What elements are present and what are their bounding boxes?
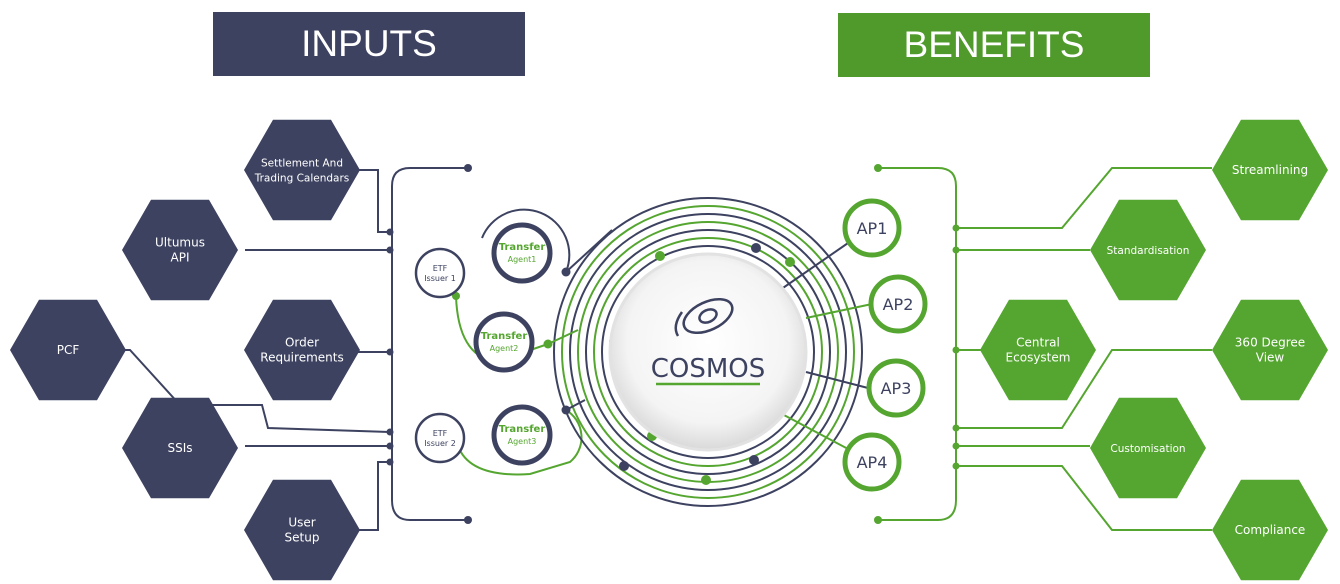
input-hex-shape-order-requirements <box>244 299 360 401</box>
benefit-bracket-dots <box>874 164 960 524</box>
benefit-hex-label-360-degree-view-1: View <box>1256 351 1285 365</box>
benefit-hex-shape-streamlining <box>1212 119 1328 221</box>
input-hex-shape-pcf <box>10 299 126 401</box>
benefit-hex-label-standardisation-0: Standardisation <box>1107 245 1190 257</box>
benefit-hex-label-360-degree-view-0: 360 Degree <box>1235 336 1305 350</box>
transfer-agent-2-title: Transfer <box>481 331 528 342</box>
cosmos-logo-icon <box>674 297 734 337</box>
input-hex-shape-settlement <box>244 119 360 221</box>
input-connectors <box>95 167 468 531</box>
etf-issuer-1-line-2: Issuer 1 <box>424 274 456 283</box>
input-hex-label-order-requirements-0: Order <box>285 336 319 350</box>
ap4-node: AP4 <box>842 432 902 492</box>
transfer-agent-1-sub: Agent1 <box>508 255 537 264</box>
cosmos-rings <box>553 197 863 507</box>
ap3-label: AP3 <box>881 379 912 398</box>
input-hex-label-user-setup-1: Setup <box>285 531 320 545</box>
ap3-node: AP3 <box>866 358 926 418</box>
input-hex-shape-ssis <box>122 397 238 499</box>
ap2-node: AP2 <box>868 274 928 334</box>
input-hex-shape-user-setup <box>244 479 360 581</box>
benefit-hex-compliance: Compliance <box>1212 479 1328 581</box>
etf-issuer-1: ETF Issuer 1 <box>414 247 466 299</box>
etf-issuer-1-line-1: ETF <box>433 264 448 273</box>
ap1-label: AP1 <box>857 219 888 238</box>
cosmos-core <box>608 252 808 452</box>
ring-connector-lines <box>547 229 873 451</box>
input-bracket-dots <box>386 164 472 524</box>
input-hex-ssis: SSIs <box>122 397 238 499</box>
transfer-agent-3: Transfer Agent3 <box>491 404 553 466</box>
ap2-label: AP2 <box>883 295 914 314</box>
input-hex-label-ultumus-api-0: Ultumus <box>155 236 205 250</box>
input-hex-label-pcf-0: PCF <box>57 343 80 357</box>
benefit-hex-streamlining: Streamlining <box>1212 119 1328 221</box>
benefit-hex-shape-360-degree-view <box>1212 299 1328 401</box>
input-hex-shape-ultumus-api <box>122 199 238 301</box>
transfer-agent-3-title: Transfer <box>499 424 546 435</box>
transfer-agent-3-sub: Agent3 <box>508 437 537 446</box>
benefits-header: BENEFITS <box>838 13 1150 77</box>
benefit-hex-shape-central-ecosystem <box>980 299 1096 401</box>
inputs-header: INPUTS <box>213 12 525 76</box>
benefits-header-label: BENEFITS <box>903 24 1085 65</box>
input-hex-pcf: PCF <box>10 299 126 401</box>
input-hex-label-ultumus-api-1: API <box>171 251 190 265</box>
benefit-hex-customisation: Customisation <box>1090 397 1206 499</box>
input-hex-label-settlement-1: Trading Calendars <box>254 173 350 185</box>
input-hex-label-settlement-0: Settlement And <box>261 158 343 170</box>
ap4-label: AP4 <box>857 453 888 472</box>
transfer-agent-1: Transfer Agent1 <box>491 222 553 284</box>
input-hex-label-user-setup-0: User <box>288 516 315 530</box>
benefit-hex-label-compliance-0: Compliance <box>1235 523 1306 537</box>
etf-issuer-2-line-1: ETF <box>433 429 448 438</box>
benefit-hex-shape-customisation <box>1090 397 1206 499</box>
benefit-hex-label-streamlining-0: Streamlining <box>1232 163 1308 177</box>
benefit-hex-label-central-ecosystem-1: Ecosystem <box>1006 351 1071 365</box>
benefit-hex-shape-standardisation <box>1090 199 1206 301</box>
benefit-hex-label-central-ecosystem-0: Central <box>1016 336 1060 350</box>
transfer-agent-2-sub: Agent2 <box>490 344 519 353</box>
etf-issuer-2: ETF Issuer 2 <box>414 412 466 464</box>
benefit-hex-standardisation: Standardisation <box>1090 199 1206 301</box>
etf-issuer-2-line-2: Issuer 2 <box>424 439 456 448</box>
transfer-agent-1-title: Transfer <box>499 242 546 253</box>
benefit-hex-shape-compliance <box>1212 479 1328 581</box>
benefit-hex-label-customisation-0: Customisation <box>1110 443 1185 455</box>
input-hex-label-ssis-0: SSIs <box>167 441 192 455</box>
inputs-header-label: INPUTS <box>301 23 437 64</box>
ap1-node: AP1 <box>842 198 902 258</box>
transfer-agent-2: Transfer Agent2 <box>473 311 535 373</box>
cosmos-label: COSMOS <box>651 354 766 384</box>
input-hex-label-order-requirements-1: Requirements <box>260 351 343 365</box>
